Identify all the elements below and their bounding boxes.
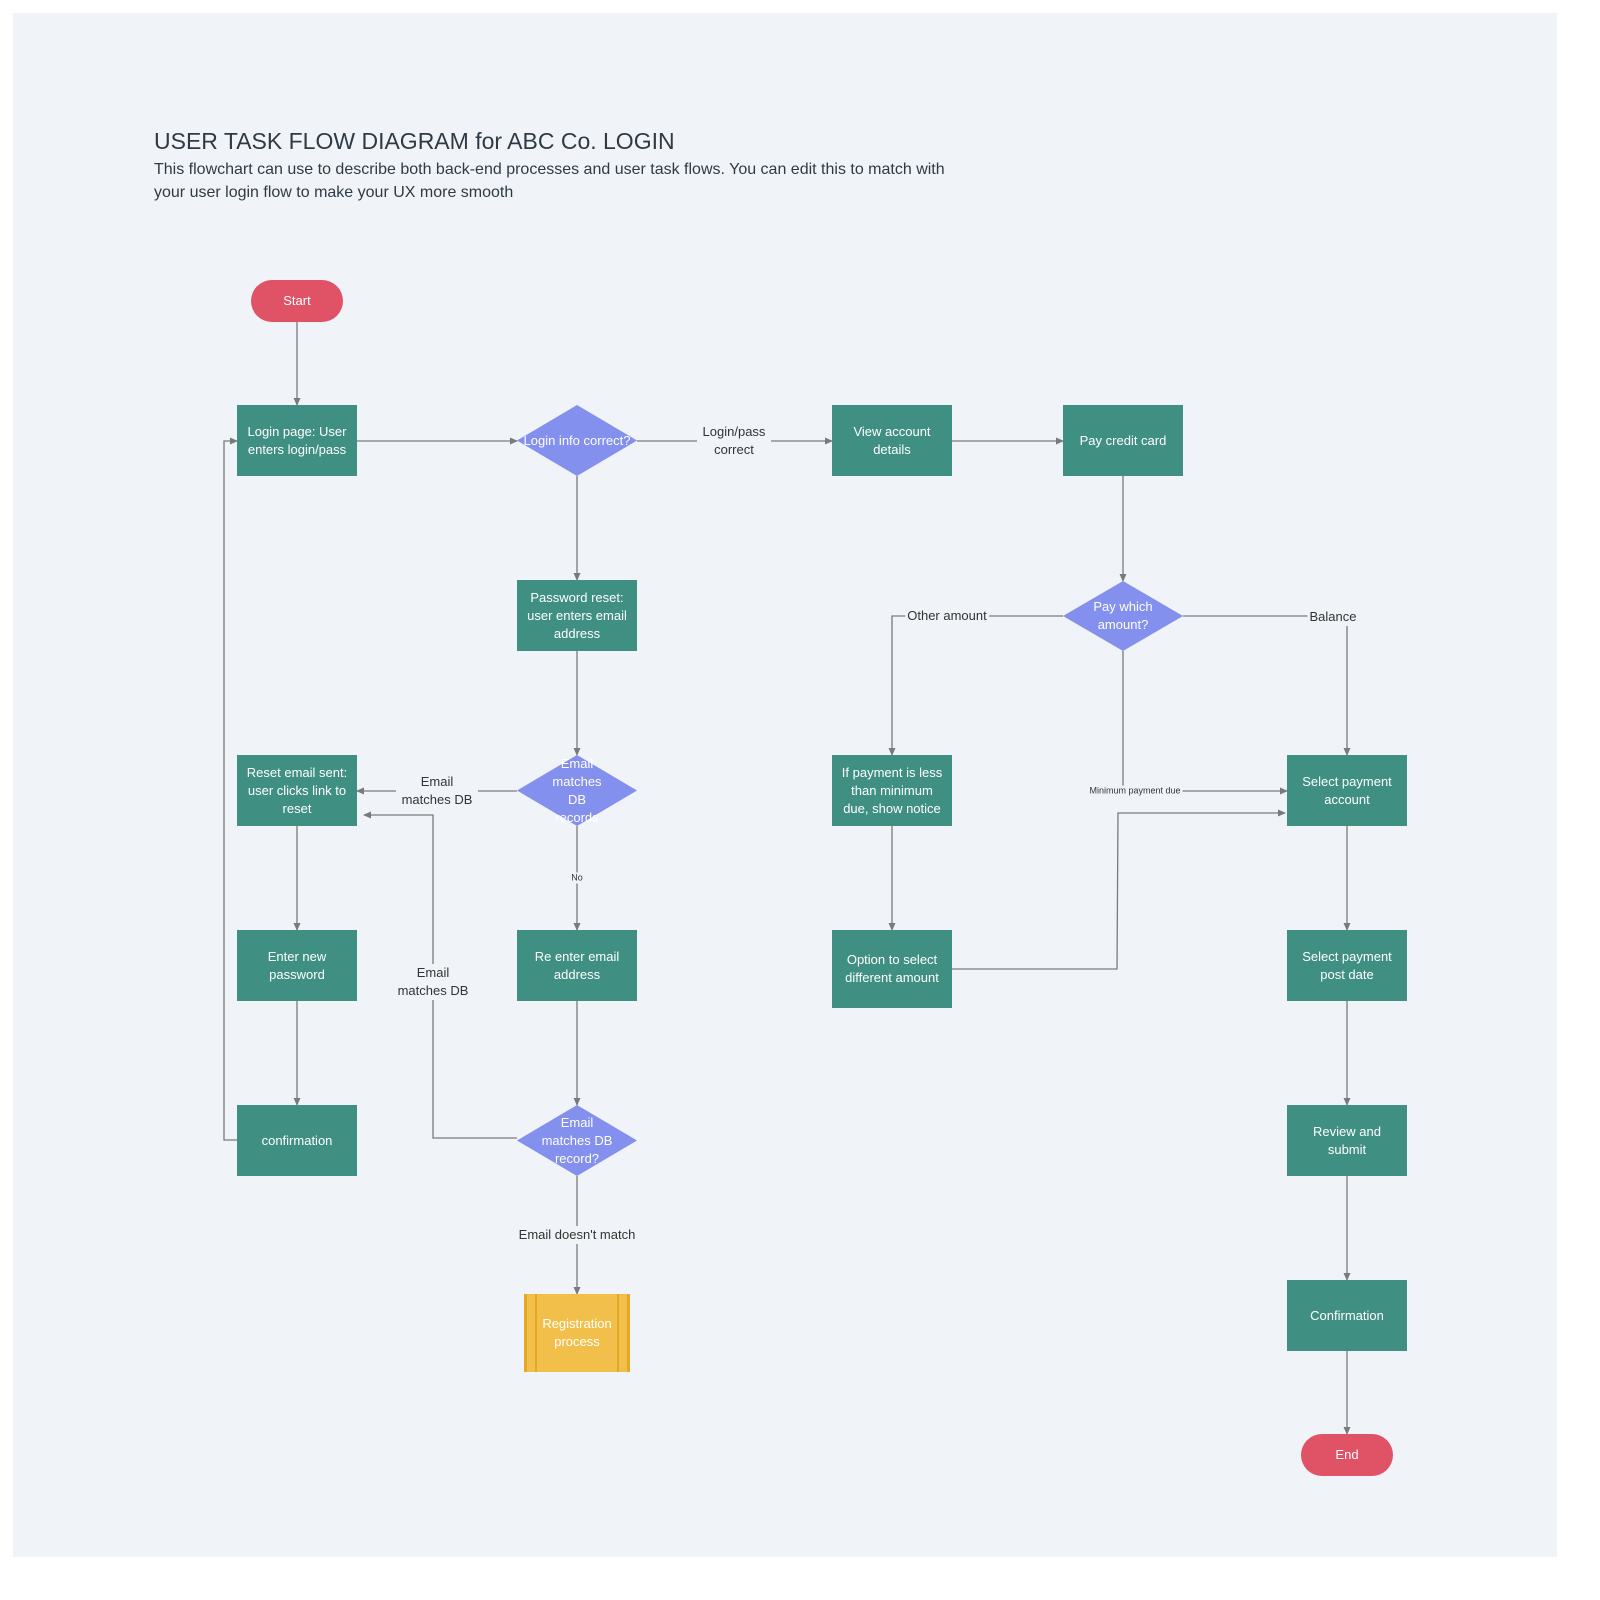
edge-confirm-login (223, 437, 238, 1141)
view-account-label: View account details (853, 423, 931, 457)
confirmation-right-node[interactable]: Confirmation (1287, 1280, 1407, 1351)
reset-email-sent-node[interactable]: Reset email sent: user clicks link to re… (237, 755, 357, 826)
password-reset-node[interactable]: Password reset: user enters email addres… (517, 580, 637, 651)
diagram-title: USER TASK FLOW DIAGRAM for ABC Co. LOGIN (154, 128, 675, 154)
login-page-node[interactable]: Login page: User enters login/pass (237, 405, 357, 476)
re-enter-email-node[interactable]: Re enter email address (517, 930, 637, 1001)
reset-email-sent-label: Reset email sent: user clicks link to re… (246, 764, 348, 816)
payment-notice-label: If payment is less than minimum due, sho… (841, 764, 943, 816)
start-terminal[interactable]: Start (251, 280, 343, 322)
pay-which-decision[interactable]: Pay which amount? (1063, 581, 1183, 651)
edge-label-other-amount: Other amount (905, 607, 989, 625)
decision-diamond-shape (517, 755, 637, 826)
review-submit-label: Review and submit (1313, 1123, 1381, 1157)
edge-option-select (952, 809, 1286, 970)
pay-credit-card-node[interactable]: Pay credit card (1063, 405, 1183, 476)
email-matches-db-records-decision[interactable]: Email matches DB records (517, 755, 637, 826)
enter-new-password-label: Enter new password (267, 948, 327, 982)
edge-label-email-matches-db-loop: Email matches DB (392, 964, 474, 1000)
edge-which-min (1122, 651, 1288, 795)
login-correct-label: Login info correct? (523, 432, 631, 448)
diagram-subtitle: This flowchart can use to describe both … (154, 161, 945, 201)
pay-credit-card-label: Pay credit card (1079, 432, 1167, 448)
pay-which-label: Pay which amount? (1093, 599, 1153, 632)
edge-label-login-pass-correct: Login/pass correct (697, 423, 771, 459)
edge-label-no: No (569, 872, 585, 884)
review-submit-node[interactable]: Review and submit (1287, 1105, 1407, 1176)
password-reset-label: Password reset: user enters email addres… (527, 589, 627, 641)
email-matches-db-records-label: Email matches DB records (552, 755, 602, 825)
edge-which-notice (888, 615, 1063, 756)
edge-which-select (1183, 615, 1351, 756)
payment-notice-node[interactable]: If payment is less than minimum due, sho… (832, 755, 952, 826)
email-matches-db-record-label: Email matches DB record? (541, 1114, 613, 1166)
confirmation-left-node[interactable]: confirmation (237, 1105, 357, 1176)
select-payment-account-node[interactable]: Select payment account (1287, 755, 1407, 826)
end-label: End (1335, 1447, 1359, 1462)
edge-label-balance: Balance (1307, 608, 1359, 626)
registration-label: Registration process (542, 1316, 612, 1349)
confirmation-left-label: confirmation (261, 1132, 333, 1148)
select-payment-post-date-label: Select payment post date (1302, 948, 1392, 982)
login-page-label: Login page: User enters login/pass (247, 423, 347, 457)
edge-label-email-doesnt-match: Email doesn't match (516, 1226, 638, 1244)
option-select-amount-label: Option to select different amount (845, 952, 939, 985)
decision-diamond-shape (1063, 581, 1183, 651)
edge-label-email-matches-db-top: Email matches DB (396, 773, 478, 809)
decision-diamond-shape (517, 405, 637, 476)
start-label: Start (283, 293, 311, 308)
select-payment-post-date-node[interactable]: Select payment post date (1287, 930, 1407, 1001)
login-correct-decision[interactable]: Login info correct? (517, 405, 637, 476)
enter-new-password-node[interactable]: Enter new password (237, 930, 357, 1001)
option-select-amount-node[interactable]: Option to select different amount (832, 930, 952, 1008)
registration-node[interactable]: Registration process (524, 1294, 630, 1372)
confirmation-right-label: Confirmation (1310, 1307, 1384, 1323)
view-account-node[interactable]: View account details (832, 405, 952, 476)
edge-label-minimum-payment-due: Minimum payment due (1087, 785, 1183, 797)
select-payment-account-label: Select payment account (1302, 773, 1392, 807)
end-terminal[interactable]: End (1301, 1434, 1393, 1476)
email-matches-db-record-decision[interactable]: Email matches DB record? (517, 1105, 637, 1176)
decision-diamond-shape (517, 1105, 637, 1176)
re-enter-email-label: Re enter email address (534, 948, 620, 982)
